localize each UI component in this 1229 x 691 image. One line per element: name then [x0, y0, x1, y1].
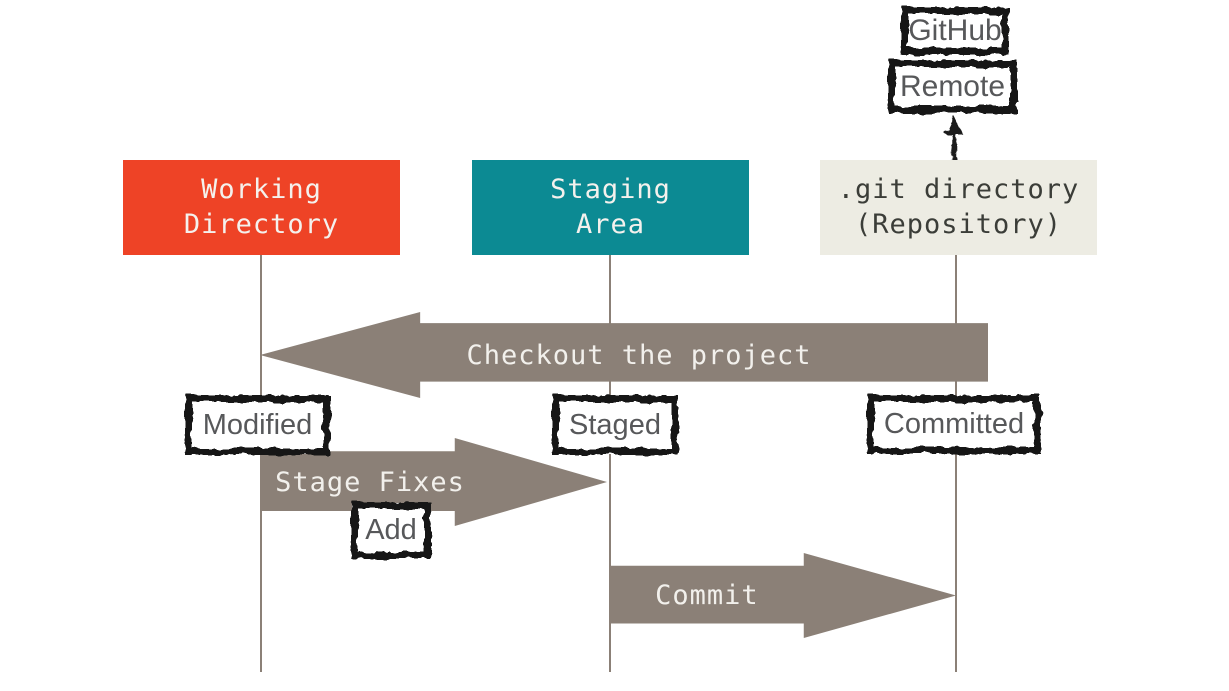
- commit-arrow: Commit: [610, 553, 956, 638]
- committed-label-text: Committed: [883, 408, 1025, 440]
- github-label-text: GitHub: [908, 14, 1002, 47]
- git-directory-title-line1: .git directory: [837, 174, 1080, 206]
- git-directory-title-line2: (Repository): [854, 208, 1063, 240]
- add-label: Add: [352, 503, 430, 558]
- push-to-remote-arrow-icon: [945, 115, 963, 160]
- committed-label: Committed: [868, 396, 1040, 453]
- staged-label: Staged: [553, 396, 677, 454]
- staging-area-title-line1: Staging: [550, 174, 671, 206]
- checkout-arrow: Checkout the project: [260, 312, 988, 398]
- staged-label-text: Staged: [569, 408, 661, 441]
- modified-label: Modified: [186, 396, 329, 454]
- git-directory-box: .git directory (Repository): [820, 160, 1097, 255]
- remote-label-text: Remote: [899, 69, 1006, 103]
- working-directory-title-line2: Directory: [183, 208, 340, 240]
- modified-label-text: Modified: [202, 408, 313, 441]
- staging-area-timeline: [609, 255, 611, 672]
- staging-area-box: Staging Area: [472, 160, 749, 255]
- commit-arrow-label: Commit: [655, 580, 759, 611]
- working-directory-title-line1: Working: [201, 174, 322, 206]
- working-directory-box: Working Directory: [123, 160, 400, 255]
- stage-fixes-arrow-label: Stage Fixes: [275, 466, 465, 498]
- add-label-text: Add: [365, 514, 417, 546]
- checkout-arrow-label: Checkout the project: [466, 339, 812, 371]
- git-directory-timeline: [955, 255, 957, 672]
- staging-area-title-line2: Area: [575, 208, 646, 240]
- remote-label: Remote: [889, 61, 1016, 112]
- github-label: GitHub: [902, 8, 1008, 54]
